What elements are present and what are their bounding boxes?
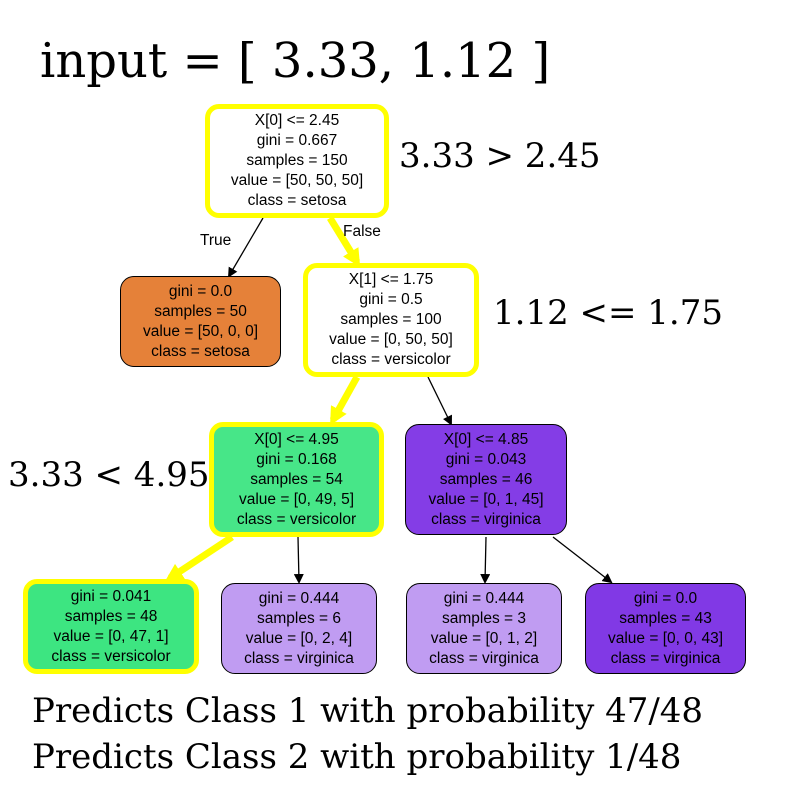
edge-label-true: True bbox=[200, 232, 232, 249]
node-leaf3-line-2: value = [0, 1, 2] bbox=[430, 629, 538, 647]
node-leaf4-line-0: gini = 0.0 bbox=[633, 589, 698, 607]
node-setosa-leaf: gini = 0.0 samples = 50 value = [50, 0, … bbox=[120, 276, 281, 367]
input-title: input = [ 3.33, 1.12 ] bbox=[40, 33, 551, 89]
node-root-line-2: samples = 150 bbox=[246, 152, 348, 169]
node-split-left: X[0] <= 4.95 gini = 0.168 samples = 54 v… bbox=[209, 422, 384, 537]
node-leaf2-line-2: value = [0, 2, 4] bbox=[245, 629, 353, 647]
node-root-line-4: class = setosa bbox=[247, 192, 347, 209]
node-split-x1-line-4: class = versicolor bbox=[331, 351, 451, 368]
node-setosa-leaf-line-3: class = setosa bbox=[151, 342, 250, 360]
node-setosa-leaf-line-2: value = [50, 0, 0] bbox=[142, 322, 259, 340]
node-split-left-line-4: class = versicolor bbox=[236, 510, 357, 528]
prediction-class-2: Predicts Class 2 with probability 1/48 bbox=[32, 737, 682, 777]
node-leaf1-line-0: gini = 0.041 bbox=[70, 587, 152, 605]
node-split-left-line-0: X[0] <= 4.95 bbox=[254, 430, 339, 448]
edge-split-x1-to-split-right bbox=[427, 376, 452, 426]
annotation-level1-comparison: 1.12 <= 1.75 bbox=[493, 293, 723, 333]
node-split-x1-line-0: X[1] <= 1.75 bbox=[348, 271, 434, 288]
edge-root-to-setosa bbox=[227, 217, 264, 278]
node-leaf4: gini = 0.0 samples = 43 value = [0, 0, 4… bbox=[585, 583, 746, 674]
edge-split-right-to-leaf3 bbox=[480, 536, 491, 584]
node-leaf3: gini = 0.444 samples = 3 value = [0, 1, … bbox=[406, 583, 562, 674]
edge-split-left-to-leaf1-highlighted bbox=[164, 534, 234, 582]
node-setosa-leaf-line-0: gini = 0.0 bbox=[168, 282, 233, 300]
node-leaf3-line-3: class = virginica bbox=[429, 649, 539, 667]
node-root-line-3: value = [50, 50, 50] bbox=[230, 172, 364, 189]
node-leaf3-line-0: gini = 0.444 bbox=[443, 589, 525, 607]
node-root-line-0: X[0] <= 2.45 bbox=[254, 112, 340, 129]
node-leaf2-line-0: gini = 0.444 bbox=[258, 589, 340, 607]
node-split-right-line-0: X[0] <= 4.85 bbox=[443, 430, 529, 448]
node-split-right-line-2: samples = 46 bbox=[439, 470, 533, 488]
edge-split-right-to-leaf4 bbox=[552, 536, 613, 584]
node-leaf4-line-1: samples = 43 bbox=[619, 609, 712, 627]
node-split-left-line-3: value = [0, 49, 5] bbox=[238, 490, 355, 508]
node-leaf4-line-2: value = [0, 0, 43] bbox=[607, 629, 724, 647]
node-split-x1: X[1] <= 1.75 gini = 0.5 samples = 100 va… bbox=[303, 263, 479, 377]
node-leaf-versicolor-highlighted: gini = 0.041 samples = 48 value = [0, 47… bbox=[23, 579, 199, 674]
node-split-right-line-3: value = [0, 1, 45] bbox=[428, 490, 544, 508]
node-leaf1-line-2: value = [0, 47, 1] bbox=[53, 627, 169, 645]
edge-root-to-split-x1-highlighted bbox=[327, 216, 361, 268]
node-split-x1-line-1: gini = 0.5 bbox=[359, 291, 423, 308]
node-leaf1-line-1: samples = 48 bbox=[64, 607, 158, 625]
edge-label-false: False bbox=[343, 223, 381, 240]
node-split-x1-line-3: value = [0, 50, 50] bbox=[329, 331, 453, 348]
node-leaf2: gini = 0.444 samples = 6 value = [0, 2, … bbox=[221, 583, 377, 674]
node-split-right-line-4: class = virginica bbox=[431, 510, 541, 528]
edge-split-left-to-leaf2 bbox=[293, 536, 304, 584]
node-split-left-line-2: samples = 54 bbox=[250, 470, 343, 488]
node-leaf1-line-3: class = versicolor bbox=[51, 647, 171, 665]
node-leaf2-line-3: class = virginica bbox=[244, 649, 354, 667]
node-split-left-line-1: gini = 0.168 bbox=[256, 450, 337, 468]
node-root-line-1: gini = 0.667 bbox=[256, 132, 338, 149]
node-leaf4-line-3: class = virginica bbox=[610, 649, 721, 667]
prediction-class-1: Predicts Class 1 with probability 47/48 bbox=[32, 691, 704, 731]
node-split-x1-line-2: samples = 100 bbox=[340, 311, 442, 328]
node-split-right: X[0] <= 4.85 gini = 0.043 samples = 46 v… bbox=[405, 424, 567, 535]
node-root: X[0] <= 2.45 gini = 0.667 samples = 150 … bbox=[205, 104, 389, 218]
node-leaf3-line-1: samples = 3 bbox=[441, 609, 526, 627]
annotation-level2-comparison: 3.33 < 4.95 bbox=[8, 455, 210, 495]
node-split-right-line-1: gini = 0.043 bbox=[445, 450, 527, 468]
annotation-root-comparison: 3.33 > 2.45 bbox=[399, 136, 601, 176]
node-setosa-leaf-line-1: samples = 50 bbox=[154, 302, 247, 320]
edge-split-x1-to-split-left-highlighted bbox=[329, 375, 361, 426]
node-leaf2-line-1: samples = 6 bbox=[256, 609, 341, 627]
